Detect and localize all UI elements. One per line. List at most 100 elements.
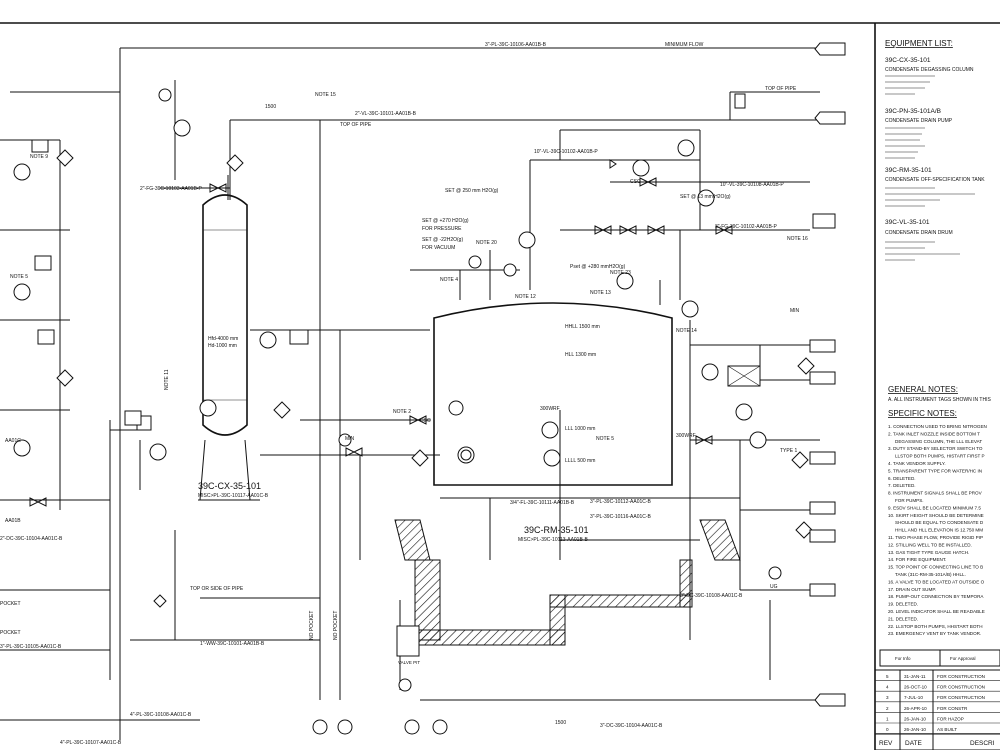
set-pressure-label: SET @ +270 H2O(g): [422, 218, 469, 224]
equipment-desc: CONDENSATE DRAIN PUMP: [885, 118, 953, 124]
no-pocket-label-1: NO POCKET: [309, 611, 315, 640]
line-label-dc-3: 3"-DC-39C-10104-AA01C-B: [600, 723, 663, 729]
notes-block: GENERAL NOTES: A. ALL INSTRUMENT TAGS SH…: [888, 385, 991, 636]
equipment-tag: 39C-RM-35-101: [885, 167, 932, 174]
tank-misc: MISC>PL-39C-10113-AA01B-B: [518, 537, 588, 543]
line-label-vl-1: 10"-VL-39C-10102-AA01B-P: [534, 149, 598, 155]
revision-date: 26-OCT-10: [904, 685, 927, 690]
specific-note: 1. CONNECTION USED TO BRING NITROGEN: [888, 424, 987, 429]
specific-note: SHOULD BE EQUAL TO CONDENSATE D: [895, 520, 984, 525]
min-label-1: MIN: [345, 436, 355, 442]
svg-text:HLL 1300 mm: HLL 1300 mm: [565, 352, 596, 358]
specific-note: TANK (31C-RM-35-101A/B) HHLL.: [895, 572, 966, 577]
general-note: A. ALL INSTRUMENT TAGS SHOWN IN THIS: [888, 397, 991, 403]
pipe-network: [0, 47, 820, 740]
svg-text:LLLL 500 mm: LLLL 500 mm: [565, 458, 595, 464]
revision-rev: 2: [886, 706, 889, 711]
valve-pit-label: VALVE PIT: [398, 660, 420, 665]
revision-desc: AS BUILT: [937, 727, 957, 732]
specific-note: 7. DELETED.: [888, 483, 916, 488]
equipment-desc: CONDENSATE DRAIN DRUM: [885, 230, 953, 236]
line-label-ww: 1"-WW-39C-10101-AA01B-B: [200, 641, 265, 647]
equipment-list-heading: EQUIPMENT LIST:: [885, 39, 953, 48]
note-16-label: NOTE 16: [787, 236, 808, 242]
cso-label: CSO: [420, 418, 431, 424]
specific-note: 13. GAS TIGHT TYPE GAUGE HATCH.: [888, 550, 969, 555]
specific-notes-heading: SPECIFIC NOTES:: [888, 409, 957, 418]
svg-text:Hd-1000 mm: Hd-1000 mm: [208, 343, 237, 349]
specific-note: DEGASSING COLUMN, THE LLL ELEVAT: [895, 439, 982, 444]
revision-date: 31-JAN-11: [904, 674, 926, 679]
line-label-vl-top: 2"-VL-39C-10101-AA01B-B: [355, 111, 417, 117]
note-9-label: NOTE 9: [30, 154, 48, 160]
top-or-side-label: TOP OR SIDE OF PIPE: [190, 586, 244, 592]
svg-text:HHLL 1500 mm: HHLL 1500 mm: [565, 324, 600, 330]
equipment-tag: 39C-CX-35-101: [885, 57, 931, 64]
aa01b-label: AA01B: [5, 518, 21, 524]
set-13-label: SET @ 13 mm H2O(g): [680, 194, 731, 200]
degassing-column: Hfd-4000 mm Hd-1000 mm: [198, 194, 252, 501]
ug-label: UG: [770, 584, 778, 590]
tank-tag: 39C-RM-35-101: [524, 525, 589, 535]
revision-desc: FOR CONSTRUCTION: [937, 695, 985, 700]
line-label-vl-2: 10"-VL-39C-10108-AA01B-P: [720, 182, 784, 188]
equipment-tag: 39C-PN-35-101A/B: [885, 108, 941, 115]
revision-desc: FOR HAZOP: [937, 716, 964, 721]
line-label-pl-3: 3"-PL-39C-10105-AA01C-B: [0, 644, 62, 650]
specific-note: 8. INSTRUMENT SIGNALS SHALL BE PROV: [888, 491, 983, 496]
pocket-label-1: POCKET: [0, 601, 21, 607]
revision-rev: 4: [886, 685, 889, 690]
note-2-label: NOTE 2: [393, 409, 411, 415]
set-vacuum-label: SET @ -22H2O(g): [422, 237, 463, 243]
specific-note: 3. DUTY STAND-BY SELECTOR SWITCH TO: [888, 446, 983, 451]
size-300wrf-label: 300WRF: [540, 406, 560, 412]
size-300wrf-label-2: 300WRF: [676, 433, 696, 439]
revision-rev: 1: [886, 716, 889, 721]
line-label-dc-2: 3"-DC-39C-10108-AA01C-B: [680, 593, 743, 599]
note-20-label: NOTE 20: [476, 240, 497, 246]
line-label-fl: 3/4"-FL-39C-10111-AA01B-B: [510, 500, 575, 506]
revision-desc: FOR CONSTR: [937, 706, 968, 711]
specific-note: 20. LEVEL INDICATOR SHALL BE READABLE: [888, 609, 985, 614]
equipment-list: EQUIPMENT LIST: 39C-CX-35-101 CONDENSATE…: [885, 39, 985, 261]
line-label-pl-1: 3"-PL-39C-10112-AA01C-B: [590, 499, 652, 505]
equipment-desc: CONDENSATE OFF-SPECIFICATION TANK: [885, 177, 985, 183]
note-5b-label: NOTE 5: [596, 436, 614, 442]
revision-rev: 3: [886, 695, 889, 700]
note-13-label: NOTE 13: [590, 290, 611, 296]
column-misc: MISC>PL-39C-10117-AA01C-B: [198, 493, 269, 499]
note-5a-label: NOTE 5: [10, 274, 28, 280]
specific-note: 11. TWO PHASE FLOW, PROVIDE RIGID PIP: [888, 535, 983, 540]
specific-note: 15. TOP POINT OF CONNECTING LINE TO B: [888, 565, 983, 570]
specific-note: 16. A VALVE TO BE LOCATED AT OUTSIDE O: [888, 579, 985, 584]
specific-note: 4. TANK VENDOR SUPPLY.: [888, 461, 946, 466]
csc-label: CSC: [630, 179, 641, 185]
equipment-tag: 39C-VL-35-101: [885, 219, 930, 226]
off-page-connectors: [809, 42, 846, 707]
note-4-label: NOTE 4: [440, 277, 458, 283]
specific-note: 17. DRAIN OUT SUMP.: [888, 587, 936, 592]
min-label-2: MIN: [790, 308, 800, 314]
note-23-label: NOTE 23: [610, 270, 631, 276]
sight-glass-label: TYPE 1: [780, 448, 797, 454]
specific-note: 19. DELETED.: [888, 602, 918, 607]
specific-note: 14. FOR FIRE EQUIPMENT.: [888, 557, 946, 562]
revision-date: 7-JUL-10: [904, 695, 923, 700]
line-label-fg: 2"-FG-39C-10103-AA01B-P: [140, 186, 202, 192]
pocket-label-2: POCKET: [0, 630, 21, 636]
specific-note: FOR PUMPS.: [895, 498, 924, 503]
interlock-symbols: [31, 93, 815, 657]
top-of-pipe-label: TOP OF PIPE: [765, 86, 797, 92]
revision-desc: FOR CONSTRUCTION: [937, 674, 985, 679]
for-approval-box: For Approval: [950, 656, 976, 661]
for-info-box: For Info: [895, 656, 911, 661]
top-of-pipe-label-2: TOP OF PIPE: [340, 122, 372, 128]
minimum-flow-label: MINIMUM FLOW: [665, 42, 704, 48]
no-pocket-label-2: NO POCKET: [333, 611, 339, 640]
general-notes-heading: GENERAL NOTES:: [888, 385, 958, 394]
revision-rev: 0: [886, 727, 889, 732]
line-label-pl-2: 3"-PL-39C-10116-AA01C-B: [590, 514, 652, 520]
specific-note: 21. DELETED.: [888, 616, 918, 621]
